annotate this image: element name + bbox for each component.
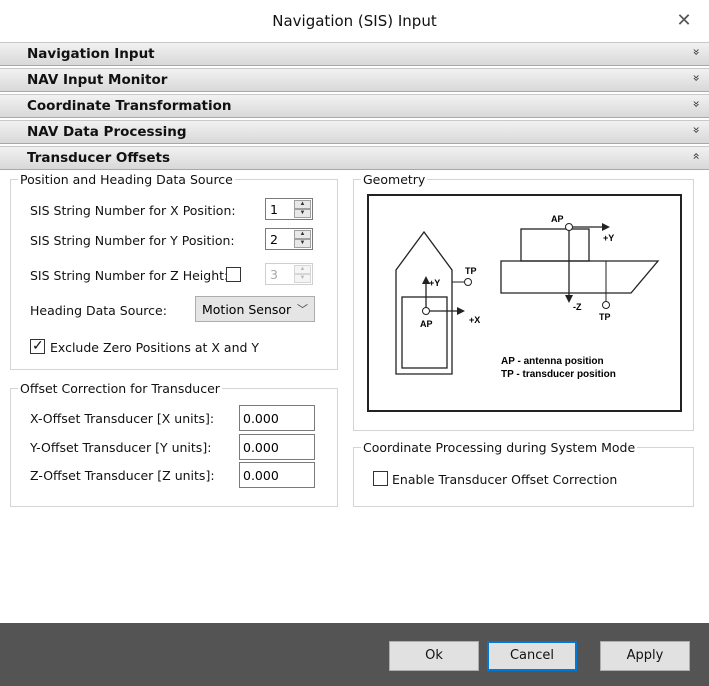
chevron-down-icon: ﹀	[297, 304, 308, 316]
section-navigation-input[interactable]: Navigation Input »	[0, 42, 709, 66]
geometry-diagram: +Y AP +X TP AP +Y -Z TP AP - antenna pos…	[367, 194, 682, 412]
section-transducer-offsets[interactable]: Transducer Offsets «	[0, 146, 709, 170]
label-ap-left: AP	[420, 319, 433, 329]
group-legend: Coordinate Processing during System Mode	[363, 440, 636, 455]
x-position-spinner[interactable]: 1 ▲▼	[265, 198, 313, 220]
enable-offset-label: Enable Transducer Offset Correction	[392, 472, 618, 487]
spin-up-icon[interactable]: ▲	[294, 200, 311, 209]
ap-marker-left	[422, 307, 430, 315]
input-value: 0.000	[243, 411, 279, 426]
chevron-down-icon: »	[689, 100, 704, 108]
section-label: Navigation Input	[27, 46, 155, 62]
x-offset-label: X-Offset Transducer [X units]:	[30, 411, 215, 426]
cancel-button[interactable]: Cancel	[487, 641, 577, 671]
tp-marker-right	[602, 301, 610, 309]
chevron-down-icon: »	[689, 74, 704, 82]
vessel-top-outline	[395, 230, 453, 375]
label-ap-right: AP	[551, 214, 564, 224]
label-plus-y-right: +Y	[603, 233, 614, 243]
tp-marker-left	[464, 278, 472, 286]
section-label: NAV Data Processing	[27, 124, 187, 140]
z-height-spinner[interactable]: 3 ▲▼	[265, 263, 313, 285]
heading-source-select[interactable]: Motion Sensor ﹀	[195, 296, 315, 322]
arrow-z-right	[565, 295, 573, 303]
hull-side-outline	[500, 260, 660, 294]
group-legend: Geometry	[363, 172, 426, 187]
label-tp-right: TP	[599, 312, 611, 322]
position-source-group: Position and Heading Data Source	[10, 172, 338, 370]
apply-button[interactable]: Apply	[600, 641, 690, 671]
legend-tp-text: TP - transducer position	[501, 369, 616, 380]
offset-correction-group: Offset Correction for Transducer	[10, 381, 338, 507]
label-plus-x: +X	[469, 315, 480, 325]
spinner-value: 3	[270, 267, 278, 282]
z-offset-label: Z-Offset Transducer [Z units]:	[30, 468, 215, 483]
group-legend: Offset Correction for Transducer	[20, 381, 220, 396]
chevron-down-icon: »	[689, 48, 704, 56]
group-legend: Position and Heading Data Source	[20, 172, 233, 187]
ok-button[interactable]: Ok	[389, 641, 479, 671]
exclude-zero-label: Exclude Zero Positions at X and Y	[50, 340, 260, 355]
window-title: Navigation (SIS) Input	[272, 12, 437, 30]
label-minus-z: -Z	[573, 302, 582, 312]
spin-down-icon[interactable]: ▼	[294, 239, 311, 248]
x-offset-input[interactable]: 0.000	[239, 405, 315, 431]
y-position-label: SIS String Number for Y Position:	[30, 233, 235, 248]
heading-source-label: Heading Data Source:	[30, 303, 167, 318]
section-coordinate-transformation[interactable]: Coordinate Transformation »	[0, 94, 709, 118]
chevron-up-icon: «	[689, 152, 704, 160]
dialog-footer: Ok Cancel Apply	[0, 623, 709, 686]
geometry-svg: +Y AP +X TP AP +Y -Z TP AP - antenna pos…	[395, 214, 660, 380]
exclude-zero-checkbox[interactable]	[30, 337, 45, 354]
legend-ap-text: AP - antenna position	[501, 356, 604, 367]
section-label: NAV Input Monitor	[27, 72, 168, 88]
y-position-spinner[interactable]: 2 ▲▼	[265, 228, 313, 250]
spinner-value: 1	[270, 202, 278, 217]
z-height-label: SIS String Number for Z Height:	[30, 268, 229, 283]
z-height-checkbox[interactable]	[226, 267, 241, 282]
superstructure-rect	[520, 228, 590, 262]
spin-up-icon[interactable]: ▲	[294, 230, 311, 239]
section-label: Transducer Offsets	[27, 150, 171, 166]
input-value: 0.000	[243, 468, 279, 483]
ap-marker-right	[565, 223, 573, 231]
geometry-group: Geometry	[353, 172, 694, 431]
close-icon[interactable]: ✕	[676, 10, 692, 30]
enable-offset-checkbox[interactable]	[373, 471, 388, 486]
spinner-value: 2	[270, 232, 278, 247]
input-value: 0.000	[243, 440, 279, 455]
title-bar: Navigation (SIS) Input ✕	[0, 0, 709, 42]
y-offset-input[interactable]: 0.000	[239, 434, 315, 460]
section-nav-data-processing[interactable]: NAV Data Processing »	[0, 120, 709, 144]
label-tp-left: TP	[465, 266, 477, 276]
spin-down-icon[interactable]: ▼	[294, 209, 311, 218]
label-plus-y-left: +Y	[429, 278, 440, 288]
spin-down-icon[interactable]: ▼	[294, 274, 311, 283]
section-list: Navigation Input » NAV Input Monitor » C…	[0, 42, 709, 172]
chevron-down-icon: »	[689, 126, 704, 134]
coord-processing-group: Coordinate Processing during System Mode	[353, 440, 694, 507]
arrow-x-left	[457, 307, 465, 315]
spin-up-icon[interactable]: ▲	[294, 265, 311, 274]
arrow-y-right	[602, 223, 610, 231]
arrow-y-left	[422, 276, 430, 284]
transducer-rect-left	[401, 296, 448, 369]
y-offset-label: Y-Offset Transducer [Y units]:	[30, 440, 212, 455]
x-position-label: SIS String Number for X Position:	[30, 203, 236, 218]
section-label: Coordinate Transformation	[27, 98, 232, 114]
section-nav-input-monitor[interactable]: NAV Input Monitor »	[0, 68, 709, 92]
z-offset-input[interactable]: 0.000	[239, 462, 315, 488]
select-value: Motion Sensor	[202, 302, 292, 317]
